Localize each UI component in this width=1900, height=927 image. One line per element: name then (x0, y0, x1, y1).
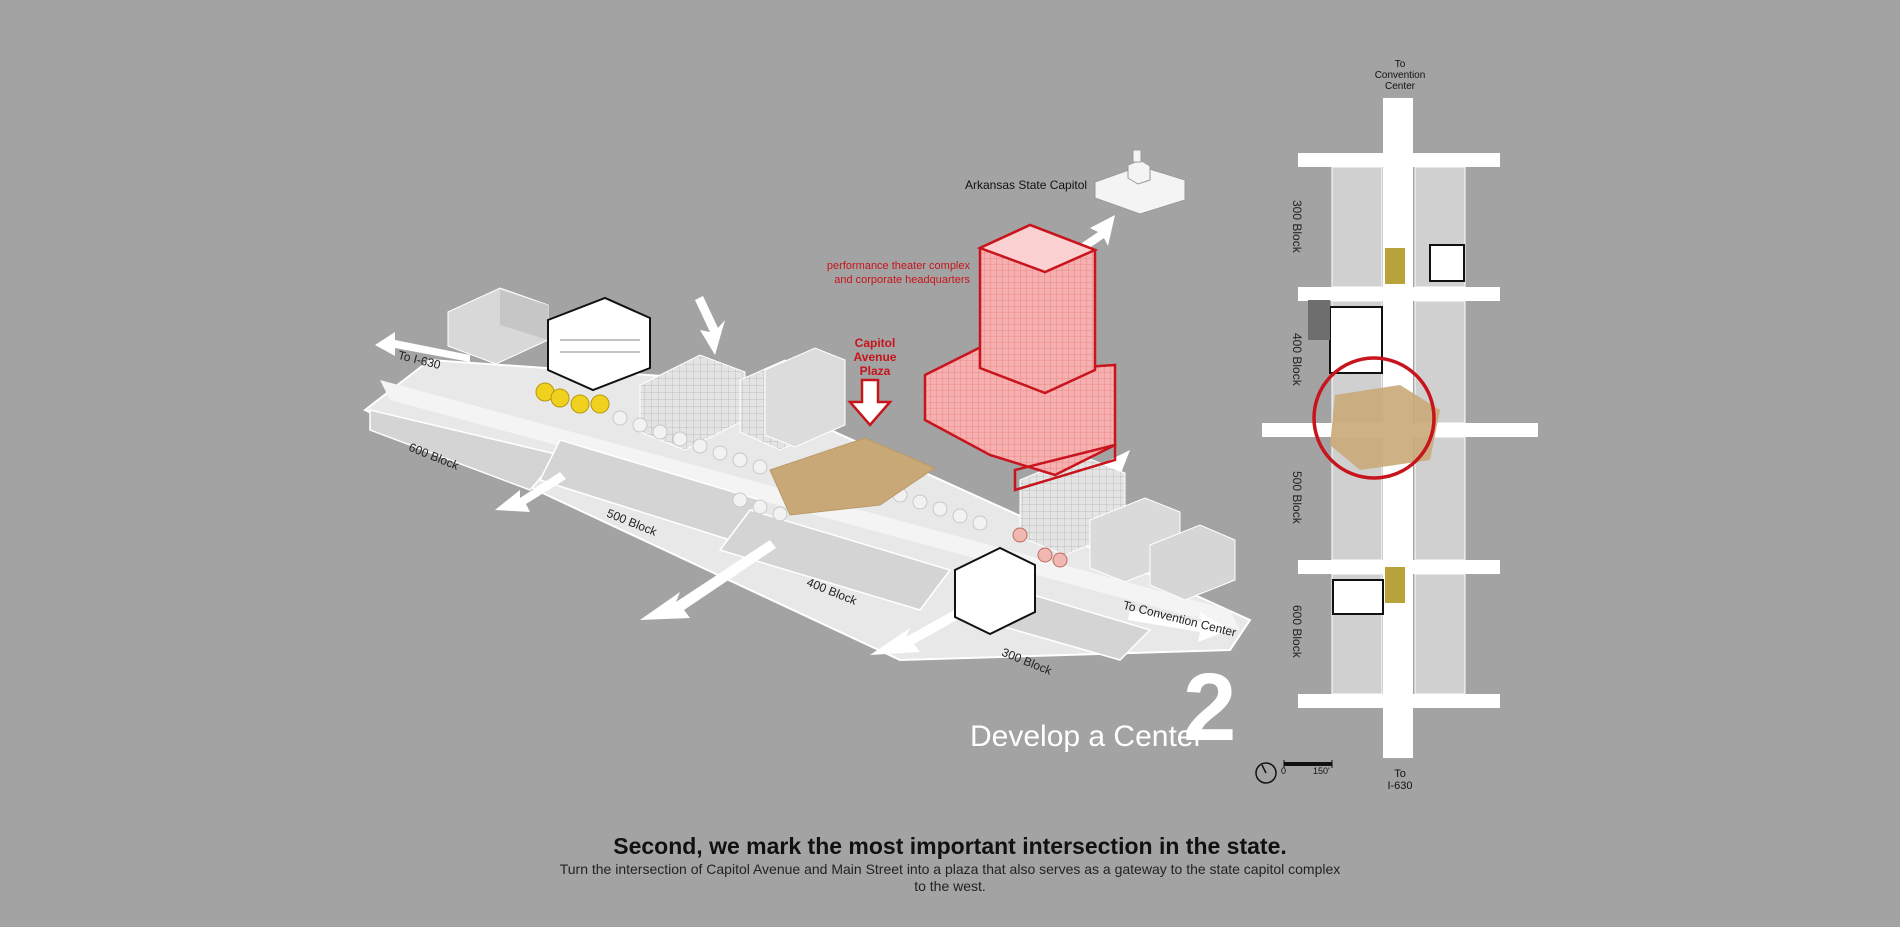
label-capitol: Arkansas State Capitol (965, 178, 1088, 192)
label-plaza-line2: Avenue (853, 350, 897, 364)
caption-body-line1: Turn the intersection of Capitol Avenue … (559, 861, 1341, 877)
caption-headline: Second, we mark the most important inter… (613, 833, 1287, 859)
scale-max-label: 150' (1313, 766, 1330, 776)
street-trees (612, 410, 988, 531)
label-plan-north-line1: To (1394, 59, 1406, 70)
label-plan-south-line2: I-630 (1387, 780, 1413, 792)
block-lots (369, 409, 1152, 661)
plan-gray-building (1308, 300, 1330, 340)
plan-highlight-circle (1312, 356, 1436, 480)
site-plan (1255, 98, 1538, 784)
tower-complex (923, 223, 1117, 492)
section-number: 2 (1183, 654, 1237, 761)
capitol-building (1094, 149, 1186, 215)
plaza-marker-arrow (847, 378, 893, 427)
label-plaza-line1: Capitol (854, 336, 896, 350)
yellow-trees (535, 382, 610, 414)
label-program-line2: and corporate headquarters (834, 274, 970, 286)
section-title: Develop a Center (970, 720, 1204, 753)
red-trees (1012, 527, 1068, 568)
label-plaza-line3: Plaza (859, 364, 891, 378)
label-plan-south-line1: To (1394, 768, 1406, 780)
axonometric-drawing (363, 149, 1252, 662)
scale-zero-label: 0 (1281, 766, 1287, 776)
north-arrow-icon (1255, 762, 1277, 784)
highlighted-buildings (547, 296, 1036, 636)
caption-body-line2: to the west. (914, 878, 986, 894)
plan-highlighted-buildings (1329, 244, 1465, 615)
label-plan-north: To Convention Center (1340, 59, 1460, 92)
label-plan-south: To I-630 (1360, 768, 1440, 792)
label-plan-block-500: 500 Block (1290, 471, 1304, 524)
label-plan-north-line3: Center (1384, 81, 1415, 92)
label-plan-north-line2: Convention (1374, 70, 1426, 81)
label-plan-block-300: 300 Block (1290, 200, 1304, 253)
context-buildings (447, 287, 1236, 601)
label-program-line1: performance theater complex (826, 260, 970, 272)
plan-plantings (1385, 248, 1405, 603)
plan-plaza (1330, 385, 1440, 470)
scale-bar (1283, 760, 1333, 768)
label-plan-block-600: 600 Block (1290, 605, 1304, 658)
label-plan-block-400: 400 Block (1290, 333, 1304, 386)
plaza-paving (769, 437, 937, 516)
